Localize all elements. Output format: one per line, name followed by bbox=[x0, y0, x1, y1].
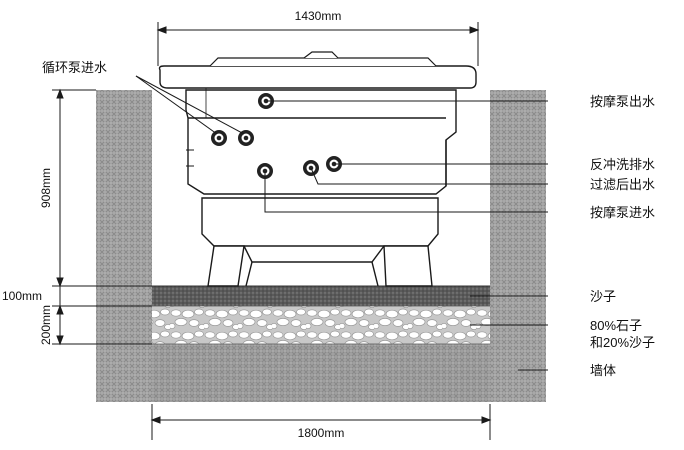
left-wall bbox=[96, 90, 152, 402]
dimension-sand-label: 100mm bbox=[2, 289, 42, 303]
dimension-bottom bbox=[150, 404, 492, 440]
label-backwash-drain: 反冲洗排水 bbox=[590, 157, 655, 172]
sand-layer bbox=[152, 286, 490, 306]
label-sand: 沙子 bbox=[590, 289, 616, 304]
dimension-gravel-label: 200mm bbox=[39, 305, 53, 345]
dimension-height-label: 908mm bbox=[39, 168, 53, 208]
label-gravel-mix-1: 80%石子 bbox=[590, 318, 642, 333]
leader-lines bbox=[135, 75, 548, 371]
label-massage-pump-inlet: 按摩泵进水 bbox=[590, 205, 655, 220]
label-wall: 墙体 bbox=[590, 363, 616, 378]
port-circulation-right bbox=[238, 130, 254, 146]
ground-base bbox=[152, 344, 490, 402]
label-massage-pump-outlet: 按摩泵出水 bbox=[590, 94, 655, 109]
dimension-bottom-label: 1800mm bbox=[298, 426, 345, 440]
dimension-top bbox=[156, 22, 480, 66]
dimension-left bbox=[52, 88, 152, 346]
label-gravel-mix-2: 和20%沙子 bbox=[590, 335, 655, 350]
label-circulation-pump-inlet: 循环泵进水 bbox=[42, 60, 107, 75]
label-filtered-outlet: 过滤后出水 bbox=[590, 177, 655, 192]
dimension-top-label: 1430mm bbox=[295, 9, 342, 23]
gravel-layer bbox=[152, 306, 490, 344]
spa-tub bbox=[158, 51, 477, 287]
port-circulation-left bbox=[211, 130, 227, 146]
right-wall bbox=[490, 90, 546, 402]
